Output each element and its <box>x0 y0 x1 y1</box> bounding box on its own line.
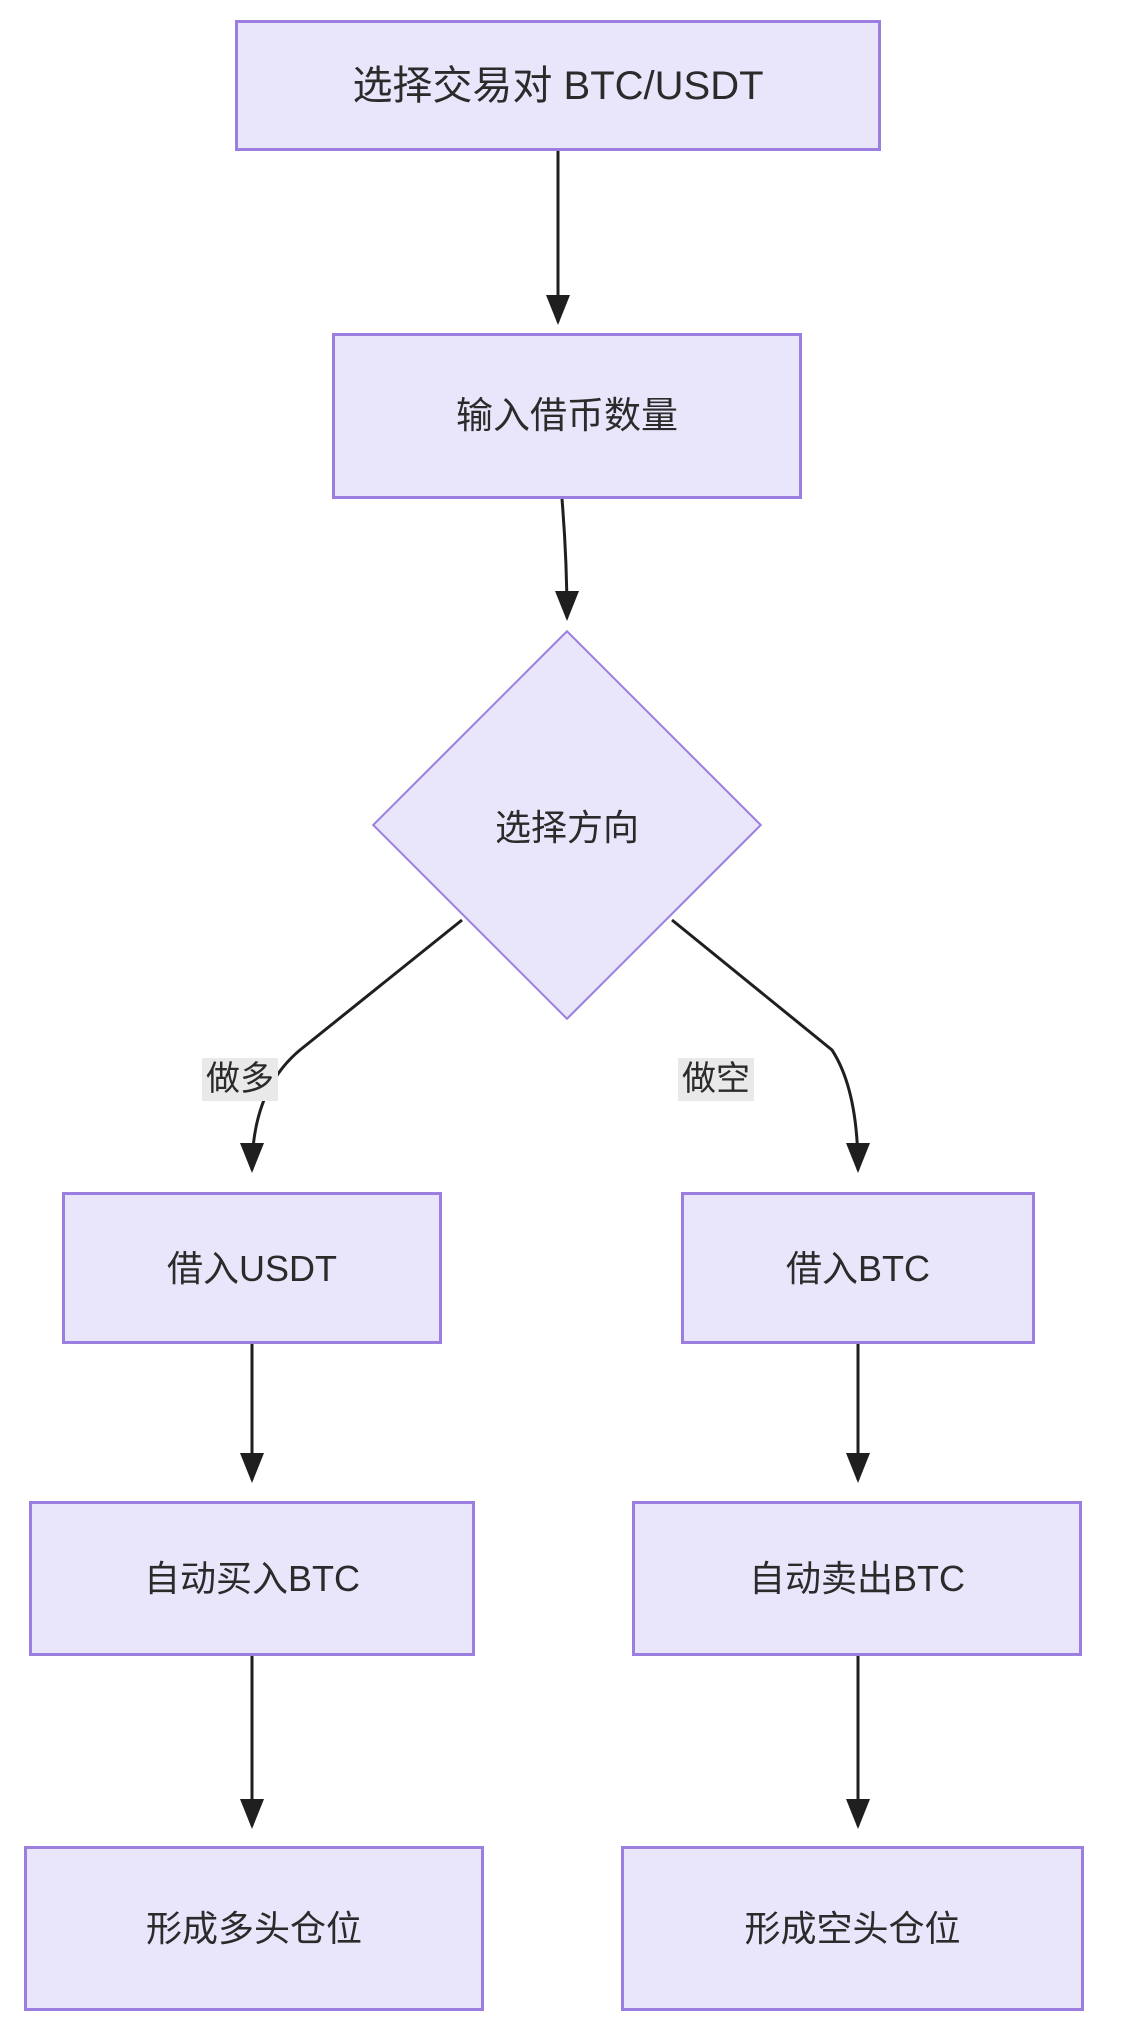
node-auto-sell-btc-label: 自动卖出BTC <box>748 1558 965 1599</box>
node-long-position-label: 形成多头仓位 <box>145 1908 362 1949</box>
node-select-direction-label: 选择方向 <box>494 807 639 848</box>
edge-label-go-short: 做空 <box>678 1058 754 1102</box>
node-borrow-usdt[interactable]: 借入USDT <box>62 1192 442 1344</box>
node-borrow-btc[interactable]: 借入BTC <box>681 1192 1035 1344</box>
node-select-trading-pair-label: 选择交易对 BTC/USDT <box>352 63 764 108</box>
edge-amount-to-direction <box>554 498 579 621</box>
node-long-position[interactable]: 形成多头仓位 <box>24 1846 484 2011</box>
node-borrow-usdt-label: 借入USDT <box>167 1247 337 1289</box>
node-select-trading-pair[interactable]: 选择交易对 BTC/USDT <box>235 20 881 151</box>
node-borrow-btc-label: 借入BTC <box>785 1247 930 1289</box>
node-short-position-label: 形成空头仓位 <box>744 1908 961 1949</box>
node-auto-buy-btc-label: 自动买入BTC <box>143 1558 360 1599</box>
node-input-borrow-amount-label: 输入借币数量 <box>456 394 678 436</box>
node-auto-buy-btc[interactable]: 自动买入BTC <box>29 1501 475 1656</box>
node-auto-sell-btc[interactable]: 自动卖出BTC <box>632 1501 1082 1656</box>
node-short-position[interactable]: 形成空头仓位 <box>621 1846 1084 2011</box>
edge-label-go-long: 做多 <box>202 1058 278 1102</box>
node-input-borrow-amount[interactable]: 输入借币数量 <box>332 333 802 499</box>
node-select-direction[interactable]: 选择方向 <box>371 629 763 1021</box>
